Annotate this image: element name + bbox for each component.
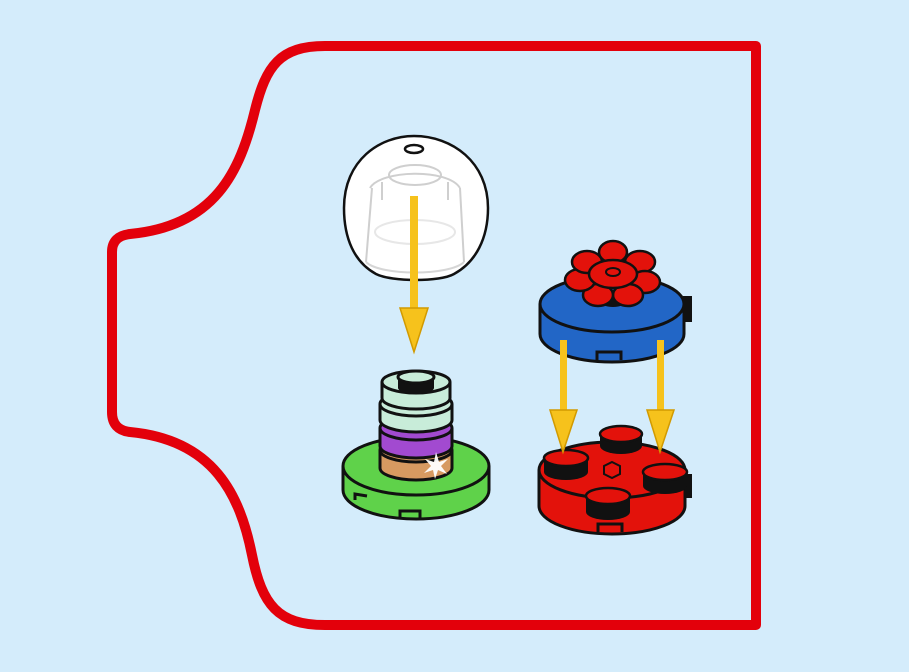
down-arrow-icon [645,340,676,455]
down-arrow-icon [398,196,430,355]
red-round-plate-icon [537,424,692,536]
down-arrow-icon [548,340,579,455]
red-stud-back [598,424,644,454]
red-flower-icon [563,239,662,308]
right-assembly [537,239,692,536]
red-stud-right [641,462,689,494]
left-assembly [341,134,491,521]
sparkle-icon [424,452,448,479]
red-stud-front [584,486,632,520]
red-stud-left [542,448,590,480]
mint-round-piece-icon [378,369,454,434]
